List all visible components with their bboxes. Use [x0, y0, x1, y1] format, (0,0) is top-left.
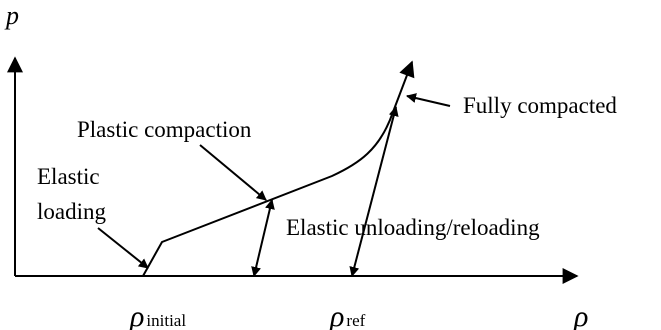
label-loading: loading [37, 199, 106, 224]
plastic-compaction-pointer [199, 144, 267, 201]
y-axis-label: p [4, 1, 19, 30]
tick-rho-initial-symbol: ρ [129, 300, 144, 330]
x-axis-label: ρ [573, 300, 588, 330]
fully-compacted-pointer [406, 93, 451, 107]
tick-rho-initial-subscript: initial [146, 311, 186, 330]
compaction-curve [142, 60, 415, 277]
elastic-loading-pointer [97, 227, 149, 269]
label-elastic: Elastic [37, 164, 100, 189]
unload-reload-line-1 [251, 199, 275, 277]
tick-rho-ref-symbol: ρ [329, 300, 344, 330]
unload-reload-line-2 [349, 106, 399, 277]
tick-rho-ref-subscript: ref [346, 311, 365, 330]
label-fully-compacted: Fully compacted [463, 93, 617, 118]
label-plastic-compaction: Plastic compaction [77, 117, 252, 142]
label-elastic-unloading-reloading: Elastic unloading/reloading [286, 215, 540, 240]
